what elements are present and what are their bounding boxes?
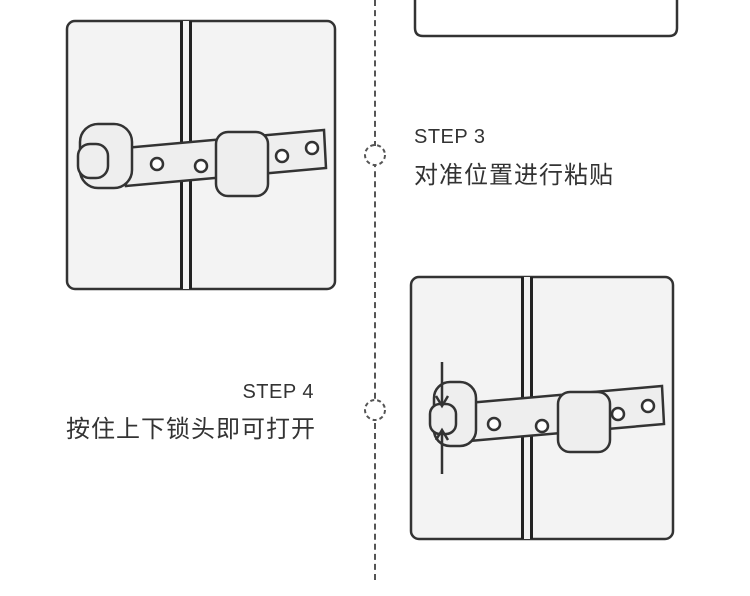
left-lock-head	[76, 122, 134, 190]
step4-title: STEP 4	[242, 381, 314, 403]
left-lock-head	[428, 380, 478, 448]
step3-description: 对准位置进行粘贴	[414, 161, 614, 189]
step3-marker-icon	[364, 144, 386, 166]
press-up-arrow-icon	[434, 427, 450, 474]
step3-title: STEP 3	[414, 126, 486, 148]
right-lock-head	[556, 390, 612, 454]
right-lock-head	[214, 130, 270, 198]
step4-marker-icon	[364, 399, 386, 421]
press-down-arrow-icon	[434, 362, 450, 409]
step4-description: 按住上下锁头即可打开	[66, 415, 316, 443]
partial-panel-top	[413, 0, 679, 38]
timeline-divider	[374, 0, 376, 580]
step4-cabinet-illustration	[409, 275, 675, 541]
step3-cabinet-illustration	[65, 19, 337, 291]
